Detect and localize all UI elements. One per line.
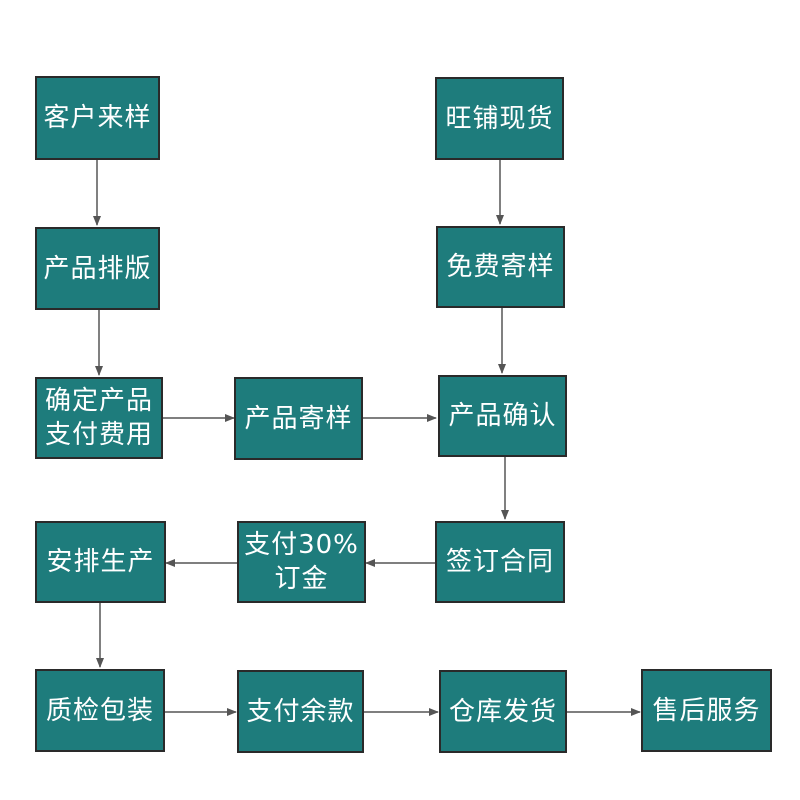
node-qc-packaging: 质检包装 (35, 669, 165, 752)
node-pay-balance: 支付余款 (237, 670, 364, 753)
node-arrange-production: 安排生产 (35, 521, 166, 603)
node-after-sales-service: 售后服务 (641, 669, 772, 752)
node-product-mail-sample: 产品寄样 (234, 377, 363, 460)
node-free-sample: 免费寄样 (436, 226, 565, 308)
node-sign-contract: 签订合同 (435, 521, 565, 603)
node-warehouse-shipping: 仓库发货 (439, 670, 567, 753)
node-product-confirm: 产品确认 (438, 375, 567, 457)
node-pay-deposit: 支付30% 订金 (237, 521, 366, 603)
node-customer-sample: 客户来样 (35, 76, 160, 160)
node-product-layout: 产品排版 (35, 227, 160, 310)
node-store-stock: 旺铺现货 (435, 77, 564, 160)
node-confirm-product-pay-fee: 确定产品 支付费用 (35, 377, 163, 459)
